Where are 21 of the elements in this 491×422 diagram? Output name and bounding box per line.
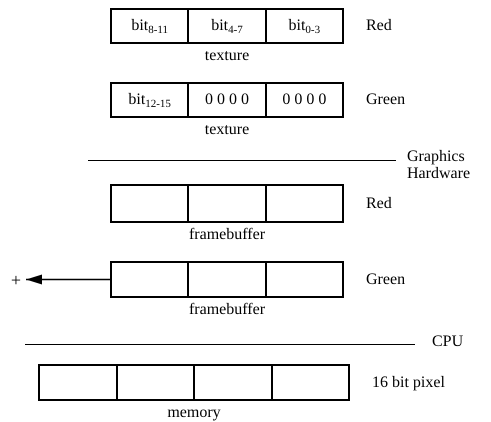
section-label: Graphics Hardware (407, 149, 472, 183)
channel-label: Green (366, 272, 406, 288)
plus-sign: + (8, 270, 24, 290)
buffer-label: texture (204, 122, 250, 138)
buffer-label: framebuffer (188, 302, 266, 318)
field-text: bit$_{0-3}$ (288, 16, 320, 36)
channel-label: Red (366, 18, 392, 34)
field-text: 0 0 0 0 (282, 91, 326, 109)
buffer-label: texture (204, 48, 250, 64)
channel-label: Green (366, 92, 406, 108)
channel-label: Red (366, 196, 392, 212)
field-text: bit$_{12-15}$ (128, 90, 171, 110)
channel-label: 16 bit pixel (372, 374, 445, 390)
bit-field (118, 364, 195, 401)
field-text: bit$_{8-11}$ (131, 16, 168, 36)
buffer-label: framebuffer (188, 227, 266, 243)
field-text: 0 0 0 0 (204, 91, 249, 109)
buffer-label: memory (167, 405, 221, 421)
arrow (26, 274, 110, 284)
section-label: CPU (432, 334, 464, 351)
field-text: bit$_{4-7}$ (211, 16, 243, 36)
